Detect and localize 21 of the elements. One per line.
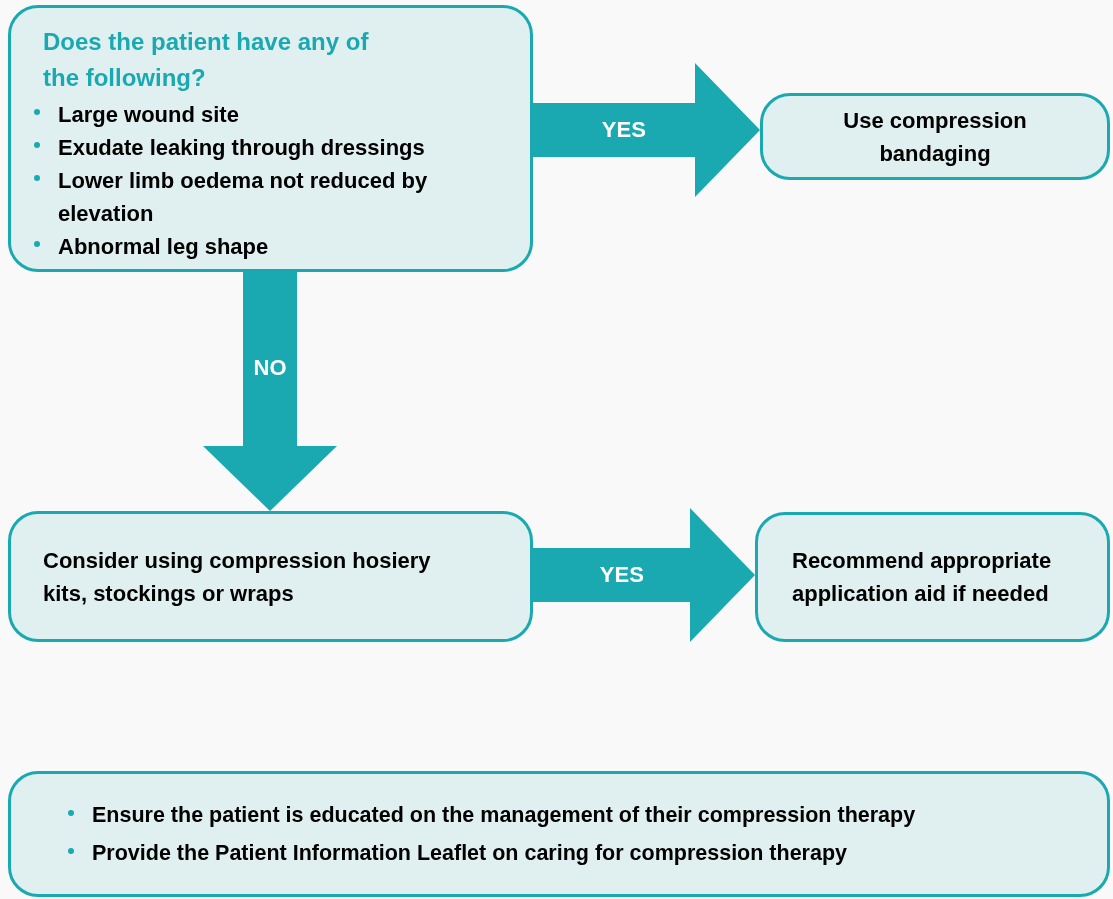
bullet-item: Large wound site bbox=[58, 102, 239, 127]
process-box bbox=[8, 511, 533, 642]
edge-label: NO bbox=[253, 354, 287, 381]
edge-label: YES bbox=[599, 562, 644, 588]
block-arrow bbox=[533, 63, 760, 197]
question-heading: Does the patient have any of the following? bbox=[43, 27, 370, 93]
block-arrow bbox=[533, 508, 755, 642]
bullet-item: Exudate leaking through dressings bbox=[58, 135, 425, 160]
box-text: Recommend appropriate application aid if needed bbox=[792, 547, 1053, 608]
process-box bbox=[760, 93, 1110, 180]
info-box bbox=[8, 771, 1110, 897]
process-box bbox=[755, 512, 1110, 642]
box-text: Consider using compression hosiery kits, stockings or wraps bbox=[43, 546, 432, 608]
box-text: Use compression bandaging bbox=[842, 106, 1028, 168]
edge-label: YES bbox=[601, 117, 646, 143]
decision-box bbox=[8, 5, 533, 272]
bullet-item: Ensure the patient is educated on the management of their compression therapy bbox=[92, 803, 916, 827]
bullet-item: Provide the Patient Information Leaflet on caring for compression therapy bbox=[92, 841, 848, 865]
block-arrow bbox=[203, 272, 337, 511]
bullet-item: Abnormal leg shape bbox=[58, 234, 269, 259]
bullet-item: Lower limb oedema not reduced by elevation bbox=[58, 168, 428, 226]
